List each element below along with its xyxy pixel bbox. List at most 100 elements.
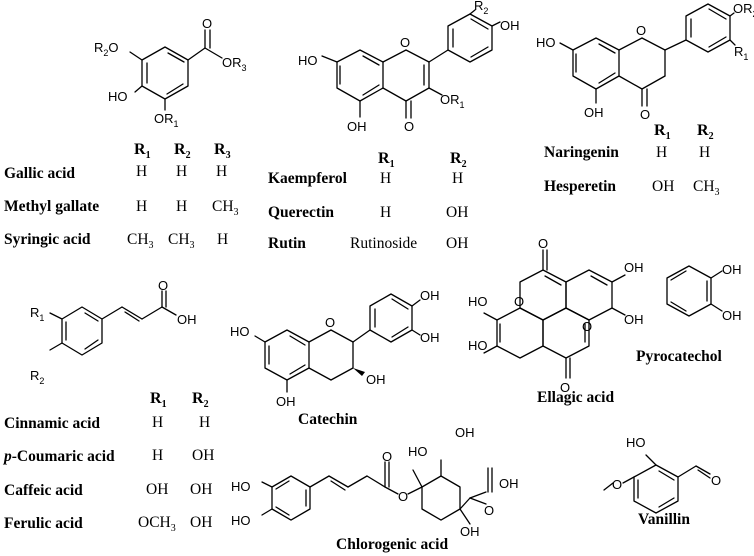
chlorogenic-acid-name: Chlorogenic acid <box>336 536 448 553</box>
cinnamic-row-4-r2: OH <box>190 514 212 531</box>
naringenin-o-ring-label: O <box>636 23 646 38</box>
chlorogenic-oh-acid-label: OH <box>499 476 519 491</box>
chlorogenic-o-carbonyl-label: O <box>382 449 392 464</box>
catechin-oh-bottom-label: OH <box>276 394 296 409</box>
cinnamic-row-2-name: p-Coumaric acid <box>2 448 115 465</box>
ellagic-o-bottom-label: O <box>560 380 570 395</box>
kaempferol-row-2-name: Querectin <box>268 204 334 221</box>
chlorogenic-o-ester-label: O <box>398 489 408 504</box>
vanillin-structure: HO O O <box>603 435 721 514</box>
kaempferol-oh-right-label: OH <box>500 18 520 33</box>
chlorogenic-ho-l2-label: HO <box>231 513 251 528</box>
cinnamic-row-1-r2: H <box>199 414 210 431</box>
gallic-row-2-r3: CH3 <box>212 198 239 218</box>
kaempferol-row-2-r2: OH <box>446 204 468 221</box>
vanillin-ho-label: HO <box>626 435 646 450</box>
kaempferol-header-r2: R2 <box>450 150 467 170</box>
kaempferol-or1-label: OR1 <box>440 92 465 110</box>
chlorogenic-oh-bottom-label: OH <box>460 524 480 539</box>
cinnamic-row-3-name: Caffeic acid <box>4 482 83 499</box>
ellagic-o-ring1-label: O <box>514 294 524 309</box>
ellagic-o-ring2-label: O <box>582 319 592 334</box>
catechin-oh-c3-label: OH <box>366 372 386 387</box>
vanillin-o-methoxy-label: O <box>612 477 622 492</box>
pyrocatechol-structure: OH OH <box>666 262 742 323</box>
chlorogenic-ho-top-label: HO <box>408 444 428 459</box>
gallic-row-2-r2: H <box>176 198 187 215</box>
ellagic-ho-l2-label: HO <box>468 338 488 353</box>
ellagic-acid-structure: O OH HO O OH HO O O <box>468 236 644 395</box>
cinnamic-row-1-r1: H <box>152 414 163 431</box>
naringenin-header-r1: R1 <box>654 122 671 142</box>
naringenin-ho-label: HO <box>536 35 556 50</box>
cinnamic-row-2-r1: H <box>152 447 163 464</box>
pyrocatechol-oh1-label: OH <box>722 262 742 277</box>
cinnamic-row-3-r1: OH <box>146 481 168 498</box>
catechin-oh-top-label: OH <box>420 288 440 303</box>
gallic-row-3-r2: CH3 <box>168 231 195 251</box>
chlorogenic-acid-structure: OH HO HO HO O O OH O OH <box>231 425 519 539</box>
kaempferol-row-3-name: Rutin <box>268 235 306 252</box>
naringenin-table: R1 R2 Naringenin H H Hesperetin OH CH3 <box>544 122 720 198</box>
cinnamic-table: R1 R2 Cinnamic acid H H p-Coumaric acid … <box>2 390 214 534</box>
gallic-row-2-r1: H <box>136 198 147 215</box>
gallic-or1-label: OR1 <box>154 111 179 129</box>
gallic-ho-label: HO <box>108 89 128 104</box>
kaempferol-row-1-r1: H <box>380 170 391 187</box>
catechin-name: Catechin <box>298 411 358 428</box>
gallic-row-1-name: Gallic acid <box>4 165 75 182</box>
naringenin-row-1-r2: H <box>699 144 710 161</box>
gallic-row-3-r3: H <box>217 231 228 248</box>
gallic-header-r2: R2 <box>174 141 191 161</box>
ellagic-oh-r-label: OH <box>624 312 644 327</box>
catechin-structure: HO O OH OH OH OH <box>230 288 440 409</box>
vanillin-name: Vanillin <box>638 511 690 528</box>
chlorogenic-o-acid-label: O <box>484 503 494 518</box>
cinnamic-o-label: O <box>158 278 168 293</box>
kaempferol-bonds <box>321 9 501 119</box>
chlorogenic-oh-top-label: OH <box>455 425 475 440</box>
ellagic-oh-tr-label: OH <box>624 260 644 275</box>
kaempferol-row-3-r1: Rutinoside <box>350 235 417 252</box>
chlorogenic-ho-l1-label: HO <box>231 479 251 494</box>
kaempferol-table: R1 R2 Kaempferol H H Querectin H OH Ruti… <box>268 150 468 252</box>
pyrocatechol-bonds <box>666 265 723 317</box>
gallic-row-3-r1: CH3 <box>127 231 154 251</box>
gallic-or3-label: OR3 <box>222 55 247 73</box>
catechin-oh-right-label: OH <box>420 330 440 345</box>
chlorogenic-bonds <box>261 459 493 525</box>
ellagic-ho-l1-label: HO <box>468 294 488 309</box>
cinnamic-row-3-r2: OH <box>190 481 212 498</box>
naringenin-row-2-r2: CH3 <box>693 178 720 198</box>
gallic-bonds <box>129 29 223 111</box>
kaempferol-ho-left-label: HO <box>298 53 318 68</box>
pyrocatechol-oh2-label: OH <box>722 308 742 323</box>
gallic-r2o-label: R2O <box>94 40 119 58</box>
gallic-o-carbonyl-label: O <box>202 16 212 31</box>
pyrocatechol-name: Pyrocatechol <box>636 348 722 365</box>
cinnamic-row-2-r2: OH <box>192 447 214 464</box>
cinnamic-acid-structure: R1 R2 O OH <box>30 278 197 386</box>
gallic-row-2-name: Methyl gallate <box>4 198 99 215</box>
gallic-header-r3: R3 <box>214 141 231 161</box>
cinnamic-r2-label: R2 <box>30 368 44 386</box>
kaempferol-row-1-name: Kaempferol <box>268 170 348 187</box>
ellagic-o-top-label: O <box>538 236 548 251</box>
cinnamic-header-r1: R1 <box>150 390 167 410</box>
cinnamic-row-4-name: Ferulic acid <box>4 515 83 532</box>
kaempferol-header-r1: R1 <box>378 150 395 170</box>
kaempferol-r2-label: R2 <box>474 0 488 16</box>
naringenin-structure: HO O OR2 R1 OH O <box>536 1 754 122</box>
cinnamic-oh-label: OH <box>177 312 197 327</box>
naringenin-bonds <box>559 3 736 107</box>
kaempferol-row-1-r2: H <box>452 170 463 187</box>
ellagic-acid-name: Ellagic acid <box>537 389 614 406</box>
cinnamic-r1-label: R1 <box>30 305 44 323</box>
cinnamic-header-r2: R2 <box>192 390 209 410</box>
kaempferol-row-3-r2: OH <box>446 235 468 252</box>
vanillin-o-ald-label: O <box>711 473 721 488</box>
kaempferol-oh-bottom-label: OH <box>347 119 367 134</box>
kaempferol-o-ring-label: O <box>400 35 410 50</box>
cinnamic-row-1-name: Cinnamic acid <box>4 415 100 432</box>
